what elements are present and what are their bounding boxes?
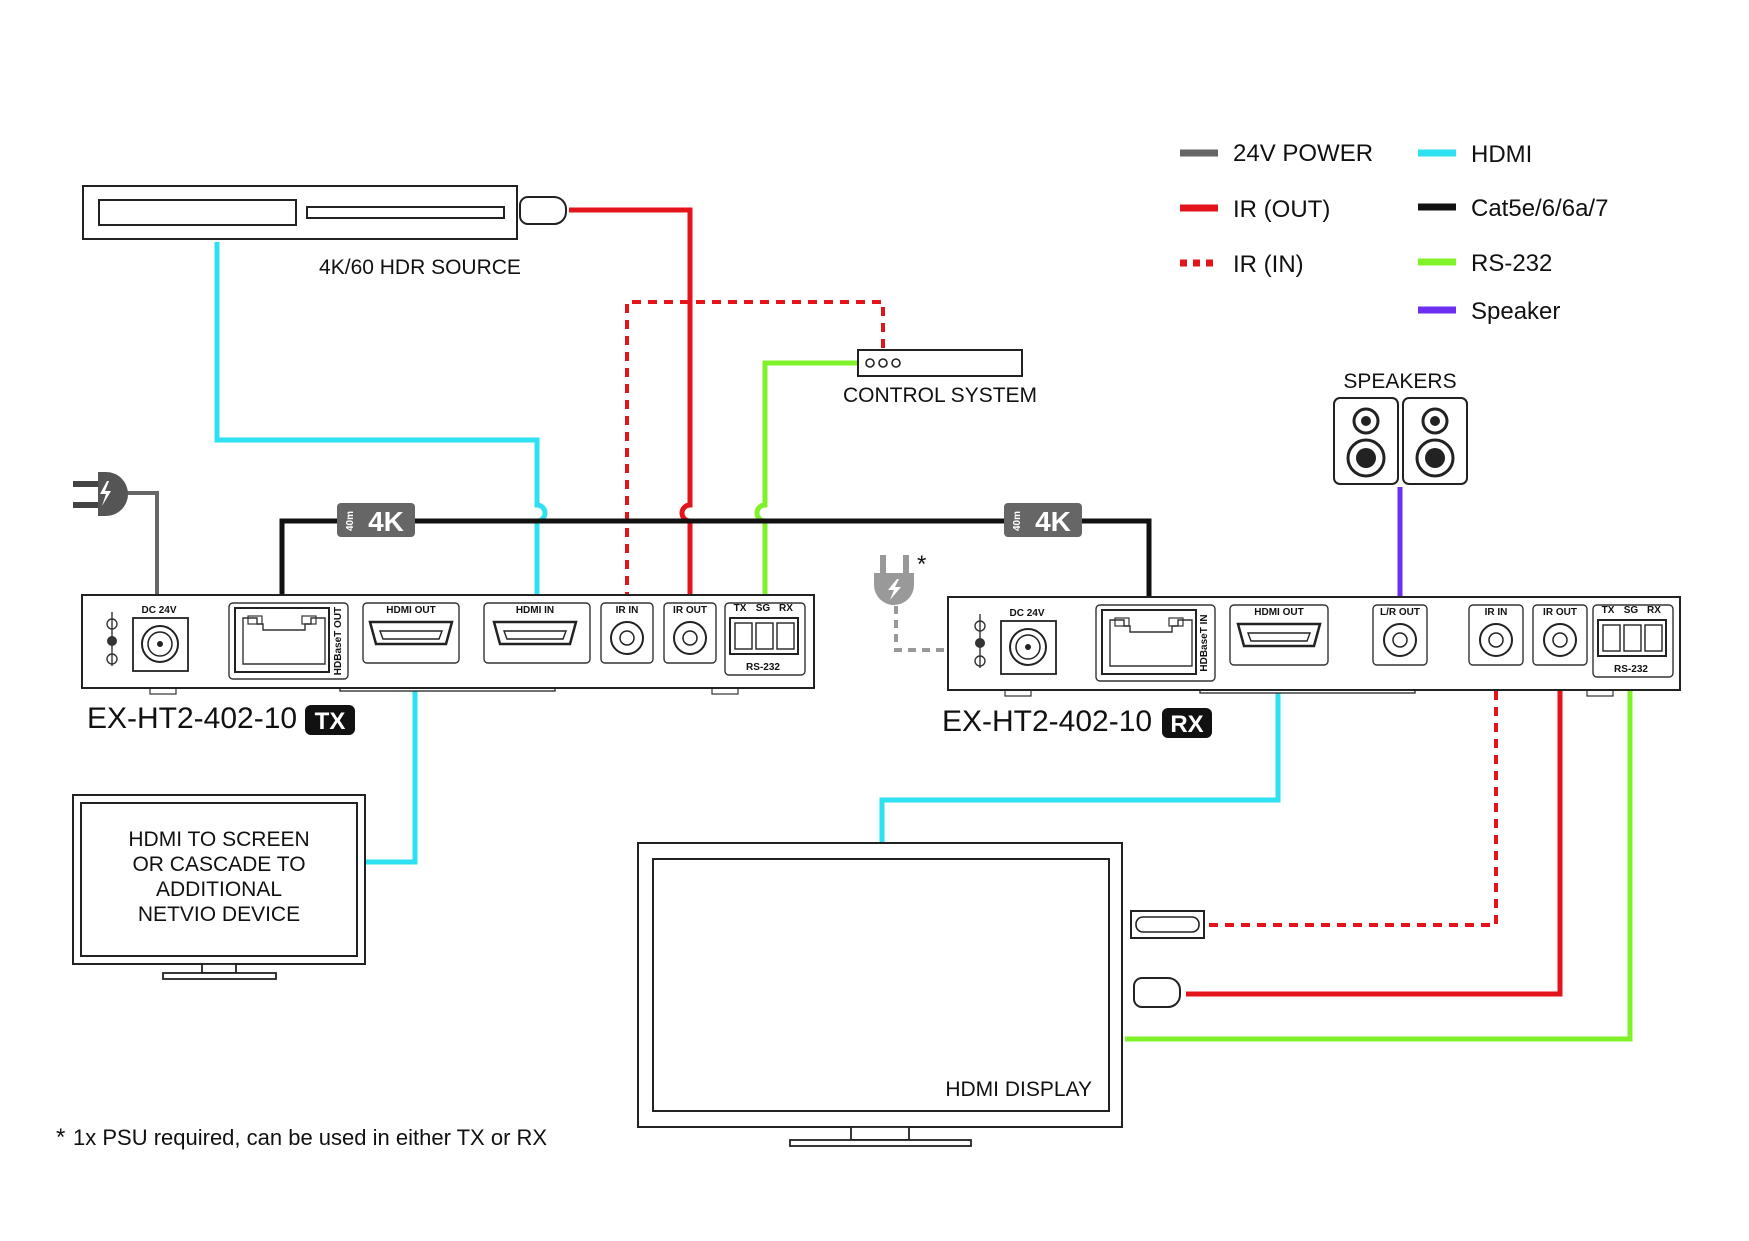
ground-symbol-icon [974,614,986,668]
ir-emitter-icon [519,196,567,225]
footnote-asterisk: * [56,1124,65,1151]
legend-cat-label: Cat5e/6/6a/7 [1471,195,1608,222]
optional-psu-icon: * [874,551,926,605]
badge-4k-text: 4K [368,506,404,537]
tx-rs232-rx-label: RX [779,603,793,614]
tx-rs232-label: RS-232 [746,662,780,673]
screen-text-line: HDMI TO SCREEN [128,828,309,851]
legend-speaker-label: Speaker [1471,298,1560,325]
display-label: HDMI DISPLAY [945,1078,1092,1101]
speakers-label: SPEAKERS [1343,370,1456,393]
tx-hdmi-out-label: HDMI OUT [386,605,435,616]
rx-dc-label: DC 24V [1009,608,1044,619]
rx-rs232-rx-label: RX [1647,605,1661,616]
svg-text:40m: 40m [345,511,356,531]
rx-ir-out-label: IR OUT [1543,607,1577,618]
tx-unit: DC 24V HDBaseT OUT HDMI OUT HDMI IN IR I… [81,594,815,695]
rx-hdmi-out-port[interactable] [1236,622,1322,648]
tx-ir-out-label: IR OUT [673,605,707,616]
power-plug-icon [73,472,128,516]
tx-ir-in-label: IR IN [616,605,639,616]
hdmi-display: HDMI DISPLAY [637,842,1205,1147]
tx-rs232-port[interactable] [729,617,799,655]
source-label: 4K/60 HDR SOURCE [319,256,521,279]
legend: 24V POWER IR (OUT) IR (IN) HDMI Cat5e/6/… [1180,140,1608,325]
rx-hdbaset-label: HDBaseT IN [1199,614,1210,671]
legend-power-label: 24V POWER [1233,140,1373,167]
source-device: 4K/60 HDR SOURCE [82,185,567,279]
rx-ir-in-label: IR IN [1485,607,1508,618]
footnote-text: 1x PSU required, can be used in either T… [73,1125,547,1150]
screen-text-line: OR CASCADE TO [132,853,305,876]
legend-ir-out-label: IR (OUT) [1233,196,1330,223]
control-system-label: CONTROL SYSTEM [843,384,1037,407]
rx-badge-text: RX [1170,711,1203,738]
legend-ir-in-label: IR (IN) [1233,251,1304,278]
tx-hdmi-in-port[interactable] [492,620,578,646]
tx-dc-label: DC 24V [141,605,176,616]
control-system: CONTROL SYSTEM [843,349,1037,407]
screen-text-line: ADDITIONAL [156,878,282,901]
rx-model-label: EX-HT2-402-10 [942,705,1152,738]
rx-lr-out-label: L/R OUT [1380,607,1420,618]
cascade-screen: HDMI TO SCREEN OR CASCADE TO ADDITIONAL … [72,794,366,980]
psu-asterisk: * [917,551,926,578]
legend-rs232-label: RS-232 [1471,250,1552,277]
rx-rs232-tx-label: TX [1602,605,1615,616]
svg-text:40m: 40m [1012,511,1023,531]
tx-badge-text: TX [315,708,346,735]
rx-rs232-label: RS-232 [1614,664,1648,675]
rx-hdmi-out-label: HDMI OUT [1254,607,1303,618]
speakers: SPEAKERS [1333,370,1468,485]
rx-rs232-sg-label: SG [1624,605,1639,616]
tx-hdmi-in-label: HDMI IN [516,605,554,616]
rx-unit: DC 24V HDBaseT IN HDMI OUT L/R OUT IR IN… [947,596,1681,697]
badge-4k-left: 40m 4K [337,503,415,537]
tx-hdbaset-label: HDBaseT OUT [333,607,344,675]
tx-rs232-tx-label: TX [734,603,747,614]
tx-hdmi-out-port[interactable] [368,620,454,646]
legend-hdmi-label: HDMI [1471,141,1532,168]
tx-rs232-sg-label: SG [756,603,771,614]
tx-model-label: EX-HT2-402-10 [87,702,297,735]
screen-text-line: NETVIO DEVICE [138,903,300,926]
rx-badge [1162,708,1212,738]
ground-symbol-icon [106,612,118,666]
ir-emitter-icon [1133,977,1181,1008]
badge-4k-text: 4K [1035,506,1071,537]
badge-4k-right: 40m 4K [1004,503,1082,537]
tx-badge [305,705,355,735]
rx-rs232-port[interactable] [1597,619,1667,657]
